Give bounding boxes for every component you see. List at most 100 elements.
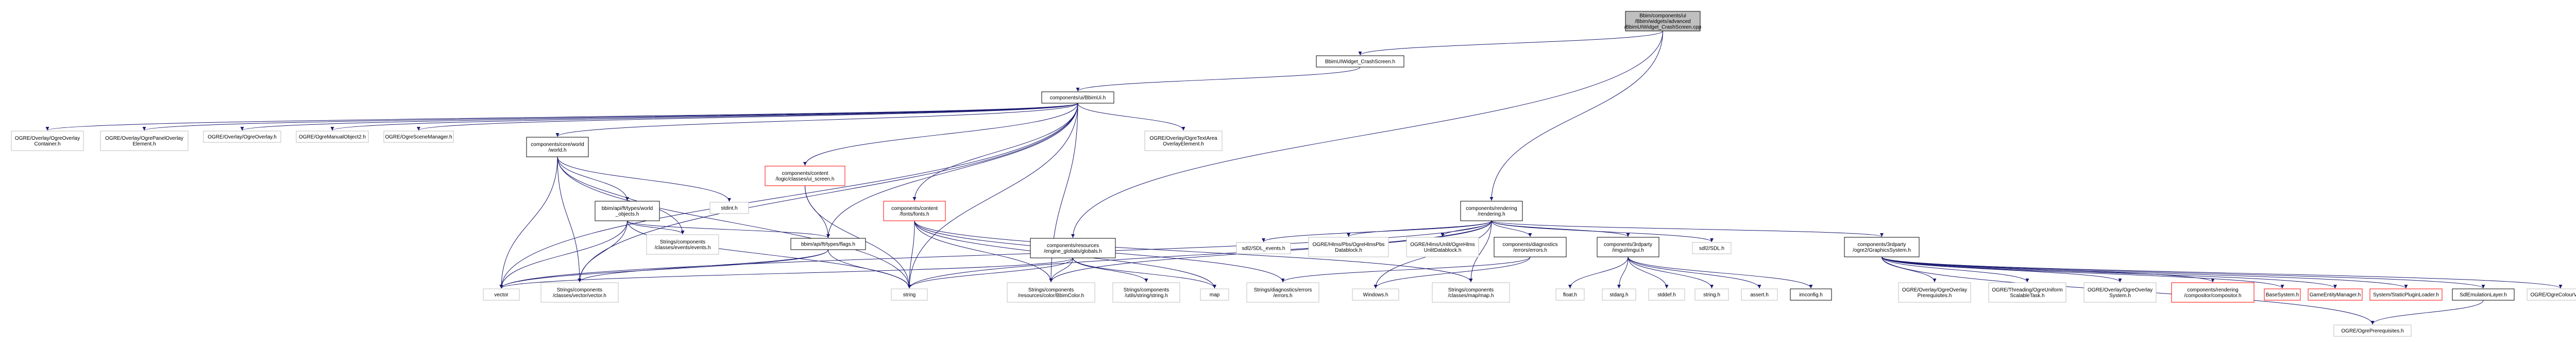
- node-crashh[interactable]: BbimUIWidget_CrashScreen.h: [1316, 55, 1404, 68]
- node-box: [883, 201, 946, 221]
- node-basesystem[interactable]: BaseSystem.h: [2264, 288, 2301, 301]
- node-label-line: stddef.h: [1657, 292, 1676, 298]
- node-label-line: OGRE/Overlay/OgreOverlay.h: [208, 135, 277, 140]
- edge-uih-to-vector: [499, 103, 1078, 289]
- node-errors[interactable]: components/diagnostics/errors/errors.h: [1494, 237, 1567, 257]
- node-prereq[interactable]: OGRE/OgrePrerequisites.h: [2333, 324, 2412, 337]
- node-ogre2[interactable]: components/3rdparty/ogre2/GraphicsSystem…: [1844, 237, 1920, 257]
- node-label-line: OGRE/OgrePrerequisites.h: [2341, 329, 2403, 334]
- node-stddef[interactable]: stddef.h: [1648, 288, 1685, 301]
- node-globals[interactable]: components/resources/engine_globals/glob…: [1030, 238, 1116, 258]
- node-imconfig[interactable]: imconfig.h: [1790, 288, 1832, 301]
- node-box: [1432, 282, 1510, 303]
- node-stringlib[interactable]: string.h: [1694, 288, 1729, 301]
- node-uih[interactable]: components/ui/BbimUi.h: [1041, 91, 1114, 104]
- node-maph[interactable]: Strings/components/classes/map/map.h: [1432, 282, 1510, 303]
- node-box: [1898, 282, 1971, 303]
- node-box: [2308, 288, 2363, 301]
- node-colourval[interactable]: OGRE/OgreColourValue.h: [2527, 288, 2576, 301]
- node-stringh[interactable]: Strings/components/utils/string/string.h: [1112, 282, 1180, 303]
- edge-imgui-to-float: [1568, 256, 1629, 289]
- node-ovoverlay[interactable]: OGRE/Overlay/OgreOverlay.h: [203, 131, 281, 143]
- node-compositor[interactable]: components/rendering/compositor/composit…: [2171, 282, 2255, 303]
- edge-ogre2-to-colourval: [1882, 256, 2563, 289]
- node-stdint[interactable]: stdint.h: [709, 202, 749, 214]
- node-flags[interactable]: bbim/api/ft/types/flags.h: [790, 238, 866, 250]
- node-gameentity[interactable]: GameEntityManager.h: [2308, 288, 2363, 301]
- edge-uih-to-textarea: [1077, 103, 1185, 131]
- node-vectorh[interactable]: Strings/components/classes/vector/vector…: [540, 282, 619, 303]
- node-windows[interactable]: Windows.h: [1352, 288, 1399, 301]
- node-box: [2527, 288, 2576, 301]
- node-label-line: OGRE/Overlay/OgreOverlay: [15, 136, 80, 141]
- node-fonts[interactable]: components/content/fonts/fonts.h: [883, 201, 946, 221]
- node-bbimobj[interactable]: bbim/api/ft/types/world_objects.h: [595, 201, 660, 221]
- node-label-line: /ogre2/GraphicsSystem.h: [1853, 248, 1911, 253]
- node-label-line: Strings/components: [1124, 287, 1169, 293]
- node-label-line: SdlEmulationLayer.h: [2460, 292, 2507, 298]
- node-box: [203, 131, 281, 143]
- node-world[interactable]: components/core/world/world.h: [526, 137, 589, 157]
- edge-ogre2-to-basesystem: [1882, 256, 2284, 289]
- edge-uih-to-scenemgr: [417, 103, 1078, 131]
- node-box: [2264, 288, 2301, 301]
- edge-rendering-to-vector: [499, 220, 1492, 289]
- edge-imgui-to-imconfig: [1628, 256, 1813, 289]
- node-errorsh[interactable]: Strings/diagnostics/errors/errors.h: [1246, 282, 1319, 303]
- node-contentcrash[interactable]: components/content/logic/classes/ui_scre…: [765, 166, 845, 186]
- node-box: [1246, 282, 1319, 303]
- edge-world-to-vector: [499, 156, 558, 289]
- node-float[interactable]: float.h: [1555, 288, 1585, 301]
- node-label-line: /errors.h: [1273, 293, 1292, 299]
- node-rendering[interactable]: components/rendering/rendering.h: [1460, 201, 1523, 221]
- edge-root-to-crashh: [1358, 30, 1663, 56]
- node-label-line: System.h: [2109, 293, 2131, 299]
- node-box: [1236, 242, 1291, 254]
- node-map[interactable]: map: [1200, 288, 1229, 301]
- node-label-line: OGRE/Overlay/OgreOverlay: [1902, 287, 1967, 293]
- node-string[interactable]: string: [891, 288, 928, 301]
- node-root[interactable]: Bbim/components/ui/Bbim/widgets/advanced…: [1624, 11, 1702, 31]
- node-scenemgr[interactable]: OGRE/OgreSceneManager.h: [383, 131, 454, 143]
- node-box: [1602, 288, 1636, 301]
- edge-errors-to-errorsh: [1281, 256, 1531, 283]
- node-box: [1316, 55, 1404, 68]
- node-sdlevents[interactable]: sdl2/SDL_events.h: [1236, 242, 1291, 254]
- edge-globals-to-vector: [499, 257, 1073, 289]
- node-sdl[interactable]: sdl2/SDL.h: [1692, 242, 1732, 254]
- node-pluginloader[interactable]: System/StaticPluginLoader.h: [2369, 288, 2443, 301]
- node-label-line: components/rendering: [1466, 206, 1517, 211]
- node-vector[interactable]: vector: [483, 288, 520, 301]
- node-manual[interactable]: OGRE/OgreManualObject2.h: [296, 131, 369, 143]
- node-box: [1144, 131, 1223, 151]
- node-label-line: OGRE/OgreSceneManager.h: [385, 135, 452, 140]
- edge-sdlemu-to-prereq: [2370, 300, 2484, 325]
- edge-rendering-to-maph: [1469, 220, 1492, 283]
- node-sdlemu[interactable]: SdlEmulationLayer.h: [2452, 288, 2515, 301]
- node-box: [1406, 237, 1479, 257]
- edge-rendering-to-hlmspbs: [1347, 220, 1492, 237]
- edge-bbimobj-to-events: [627, 220, 685, 235]
- node-stdarg[interactable]: stdarg.h: [1602, 288, 1636, 301]
- node-color[interactable]: Strings/components/resources/color/BbimC…: [1007, 282, 1095, 303]
- node-assert[interactable]: assert.h: [1741, 288, 1778, 301]
- node-label-line: Strings/components: [1448, 287, 1494, 293]
- node-imgui[interactable]: components/3rdparty/imgui/imgui.h: [1597, 237, 1659, 257]
- node-textarea[interactable]: OGRE/Overlay/OgreTextAreaOverlayElement.…: [1144, 131, 1223, 151]
- edge-flags-to-string: [828, 249, 911, 289]
- node-box: [1041, 91, 1114, 104]
- node-label-line: Datablock.h: [1335, 248, 1362, 253]
- edge-fonts-to-maph: [914, 220, 1473, 283]
- edge-uih-to-vectorh: [578, 103, 1078, 283]
- node-label-line: Element.h: [132, 141, 156, 147]
- node-events[interactable]: Strings/components/classes/events/events…: [646, 234, 719, 255]
- edge-flags-to-vector: [499, 249, 828, 289]
- node-label-line: /BbimUIWidget_CrashScreen.cpp: [1624, 25, 1702, 30]
